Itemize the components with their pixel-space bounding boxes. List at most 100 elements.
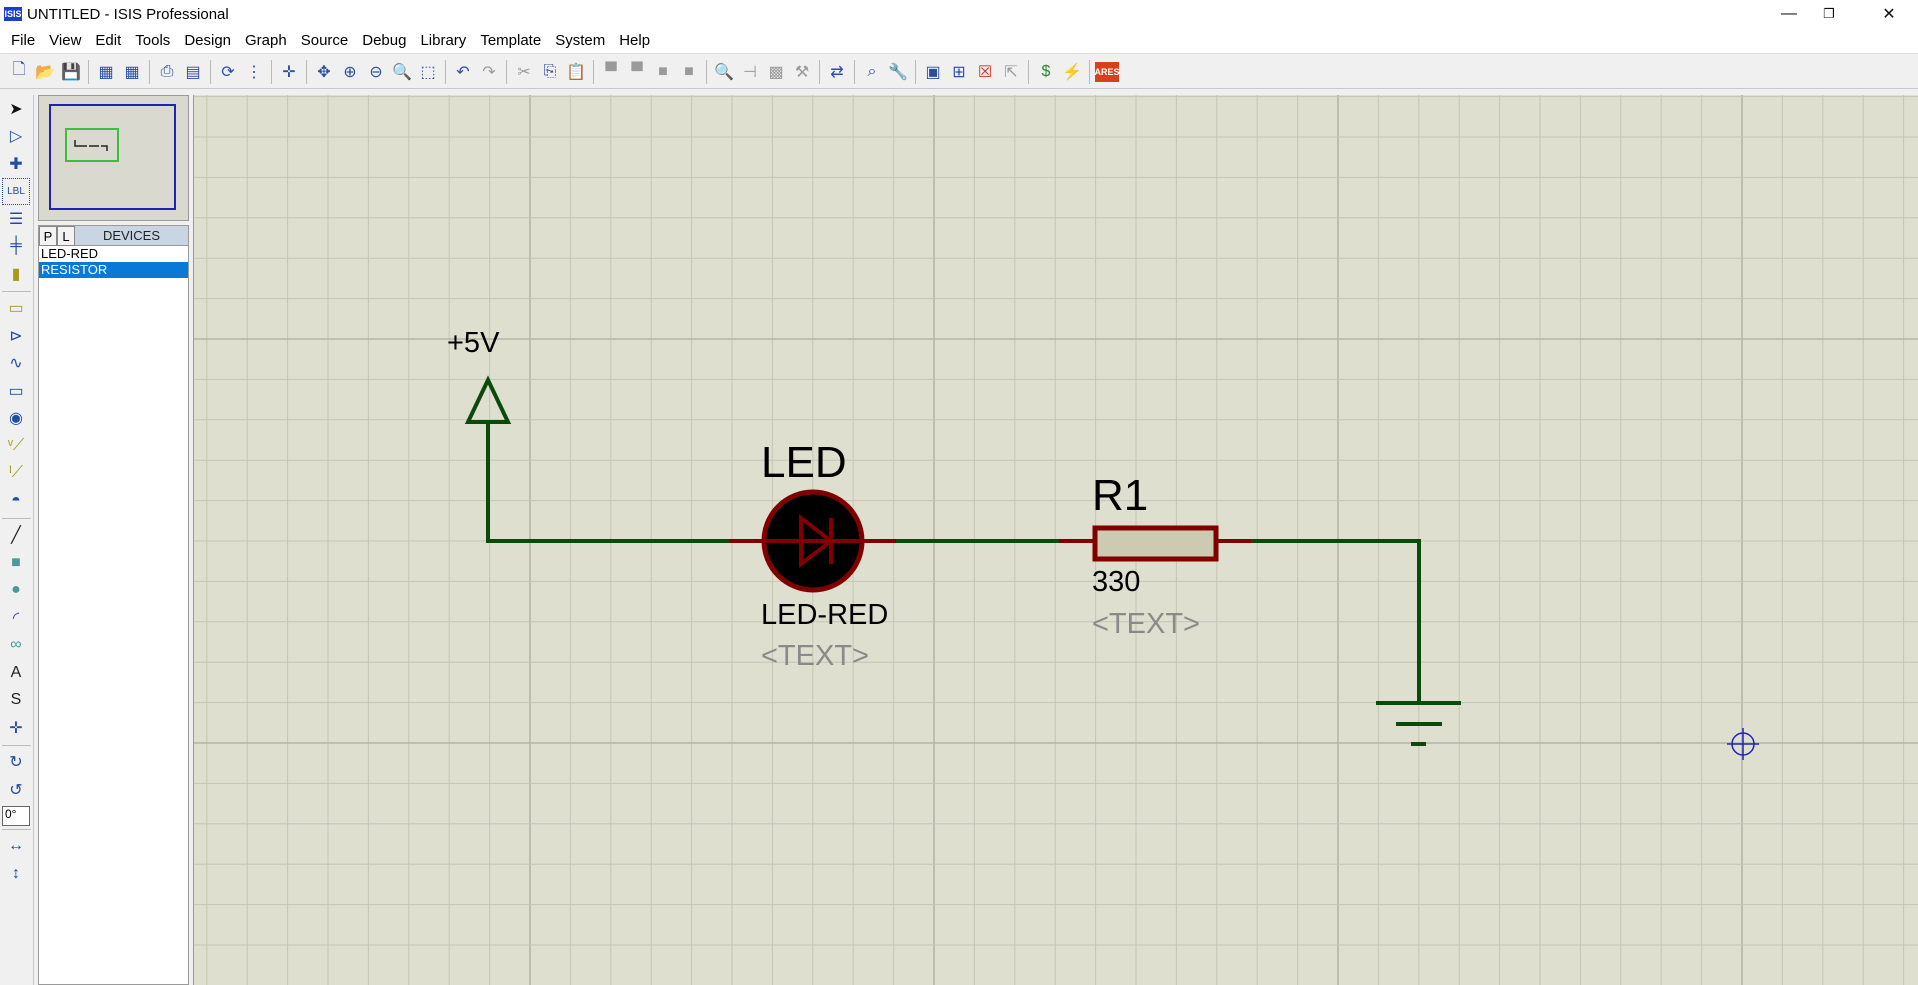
origin-icon[interactable]: ✛	[282, 63, 296, 81]
power-terminal[interactable]: +5V	[447, 327, 512, 424]
circle-icon[interactable]: ●	[11, 581, 21, 599]
bus-icon[interactable]: ╪	[10, 237, 22, 255]
menu-debug[interactable]: Debug	[362, 32, 407, 49]
box-icon[interactable]: ■	[11, 553, 21, 571]
wire-power-to-led[interactable]	[486, 420, 730, 543]
wires[interactable]	[486, 420, 1421, 703]
menu-template[interactable]: Template	[480, 32, 542, 49]
graph-icon[interactable]: ∿	[9, 355, 23, 373]
menu-tools[interactable]: Tools	[135, 32, 171, 49]
zoom-in-icon[interactable]: ⊕	[343, 63, 357, 81]
save-icon[interactable]: 💾	[61, 63, 81, 81]
menu-design[interactable]: Design	[184, 32, 232, 49]
current-probe-icon[interactable]: ᴵ⟋	[9, 464, 23, 482]
redo-icon[interactable]: ↷	[482, 63, 496, 81]
led-text-placeholder: <TEXT>	[761, 640, 869, 672]
menu-system[interactable]: System	[555, 32, 606, 49]
zoom-all-icon[interactable]: 🔍	[392, 63, 412, 81]
resistor-component[interactable]: R1 330 <TEXT>	[1059, 471, 1251, 640]
marker-icon[interactable]: ✛	[9, 719, 23, 737]
overview-view-rect[interactable]	[65, 128, 119, 162]
rotation-angle-field[interactable]: 0°	[2, 805, 30, 826]
menu-edit[interactable]: Edit	[95, 32, 122, 49]
subcircuit-icon[interactable]: ▮	[11, 265, 21, 283]
menu-help[interactable]: Help	[619, 32, 651, 49]
library-manager-button[interactable]: L	[57, 226, 75, 246]
line-icon[interactable]: ╱	[11, 527, 21, 545]
block-delete-icon[interactable]: ■	[684, 62, 694, 80]
voltage-probe-icon[interactable]: ᵛ⟋	[7, 436, 25, 454]
ground-terminal[interactable]	[1376, 701, 1461, 746]
wire-autorouter-icon[interactable]: ⇄	[830, 63, 844, 81]
rotate-anticlockwise-icon[interactable]: ↺	[9, 781, 23, 799]
device-item-resistor[interactable]: RESISTOR	[39, 262, 188, 278]
minimize-button[interactable]: —	[1781, 5, 1797, 22]
virtual-instruments-icon[interactable]: ◓	[11, 491, 21, 509]
symbol-icon[interactable]: S	[10, 691, 22, 709]
electrical-rule-check-icon[interactable]: ⚡	[1062, 63, 1082, 81]
pan-icon[interactable]: ✥	[317, 63, 331, 81]
copy-icon[interactable]: ⎘	[543, 62, 557, 80]
exit-to-parent-icon[interactable]: ⇱	[1004, 63, 1018, 81]
menu-source[interactable]: Source	[300, 32, 349, 49]
menu-graph[interactable]: Graph	[245, 32, 287, 49]
decompose-icon[interactable]: ⚒	[794, 63, 810, 81]
overview-window[interactable]	[38, 95, 189, 221]
flip-horizontal-icon[interactable]: ↔	[8, 837, 24, 855]
open-icon[interactable]: 📂	[35, 63, 55, 81]
pick-devices-button[interactable]: P	[39, 226, 57, 246]
arc-icon[interactable]: ◜	[12, 609, 20, 627]
zoom-area-icon[interactable]: ⬚	[420, 63, 436, 81]
junction-dot-icon[interactable]: ✚	[9, 155, 23, 173]
property-assignment-icon[interactable]: 🔧	[888, 63, 908, 81]
block-copy-icon[interactable]: ▀	[605, 62, 617, 80]
selection-mode-icon[interactable]: ➤	[9, 100, 23, 118]
tape-recorder-icon[interactable]: ▭	[8, 382, 24, 400]
toolbar-separator	[506, 59, 507, 84]
rotate-clockwise-icon[interactable]: ↻	[9, 754, 23, 772]
restore-button[interactable]: ❐	[1823, 6, 1835, 21]
paste-icon[interactable]: 📋	[566, 63, 586, 81]
component-mode-icon[interactable]: ▷	[9, 128, 23, 146]
undo-icon[interactable]: ↶	[456, 63, 470, 81]
close-button[interactable]: ✕	[1882, 6, 1896, 23]
generator-icon[interactable]: ◉	[9, 410, 23, 428]
export-section-icon[interactable]: ▦	[124, 63, 140, 81]
redraw-icon[interactable]: ⟳	[221, 63, 235, 81]
new-icon[interactable]: 🗋	[12, 61, 26, 78]
wire-label-icon[interactable]: LBL	[2, 177, 30, 205]
text-script-icon[interactable]: ☰	[8, 210, 24, 228]
print-icon[interactable]: ⎙	[160, 62, 174, 80]
make-device-icon[interactable]: ⊣	[743, 63, 757, 81]
pick-device-icon[interactable]: 🔍	[714, 63, 734, 81]
packaging-tool-icon[interactable]: ▩	[768, 63, 784, 81]
terminals-icon[interactable]: ▭	[8, 300, 24, 318]
menu-view[interactable]: View	[49, 32, 82, 49]
block-rotate-icon[interactable]: ■	[658, 62, 668, 80]
schematic-canvas[interactable]: +5V LED LED-RED <TEXT> R1 330 <TEXT>	[193, 95, 1918, 985]
closed-path-icon[interactable]: ∞	[10, 636, 22, 654]
led-component[interactable]: LED LED-RED <TEXT>	[730, 438, 896, 672]
flip-vertical-icon[interactable]: ↕	[12, 864, 20, 882]
device-pins-icon[interactable]: ⊳	[9, 327, 23, 345]
grid-icon[interactable]: ⋮	[246, 63, 262, 81]
toolbar-separator	[271, 59, 272, 84]
mark-output-area-icon[interactable]: ▤	[185, 63, 201, 81]
search-tag-icon[interactable]: ⌕	[867, 62, 877, 80]
toolbar-separator	[2, 290, 31, 292]
ares-icon[interactable]: ARES	[1095, 61, 1120, 82]
new-sheet-icon[interactable]: ▣	[925, 63, 941, 81]
wire-resistor-to-ground[interactable]	[1251, 539, 1421, 703]
import-section-icon[interactable]: ▦	[98, 63, 114, 81]
device-item-led-red[interactable]: LED-RED	[41, 246, 99, 261]
cut-icon[interactable]: ✂	[517, 63, 531, 81]
menu-library[interactable]: Library	[420, 32, 467, 49]
menu-file[interactable]: File	[11, 32, 36, 49]
bill-of-materials-icon[interactable]: $	[1041, 62, 1051, 80]
toolbar-separator	[915, 59, 916, 84]
remove-sheet-icon[interactable]: ☒	[977, 63, 993, 81]
zoom-out-icon[interactable]: ⊖	[369, 63, 383, 81]
block-move-icon[interactable]: ▀	[631, 62, 643, 80]
add-sheet-icon[interactable]: ⊞	[952, 63, 966, 81]
text-icon[interactable]: A	[10, 663, 22, 681]
